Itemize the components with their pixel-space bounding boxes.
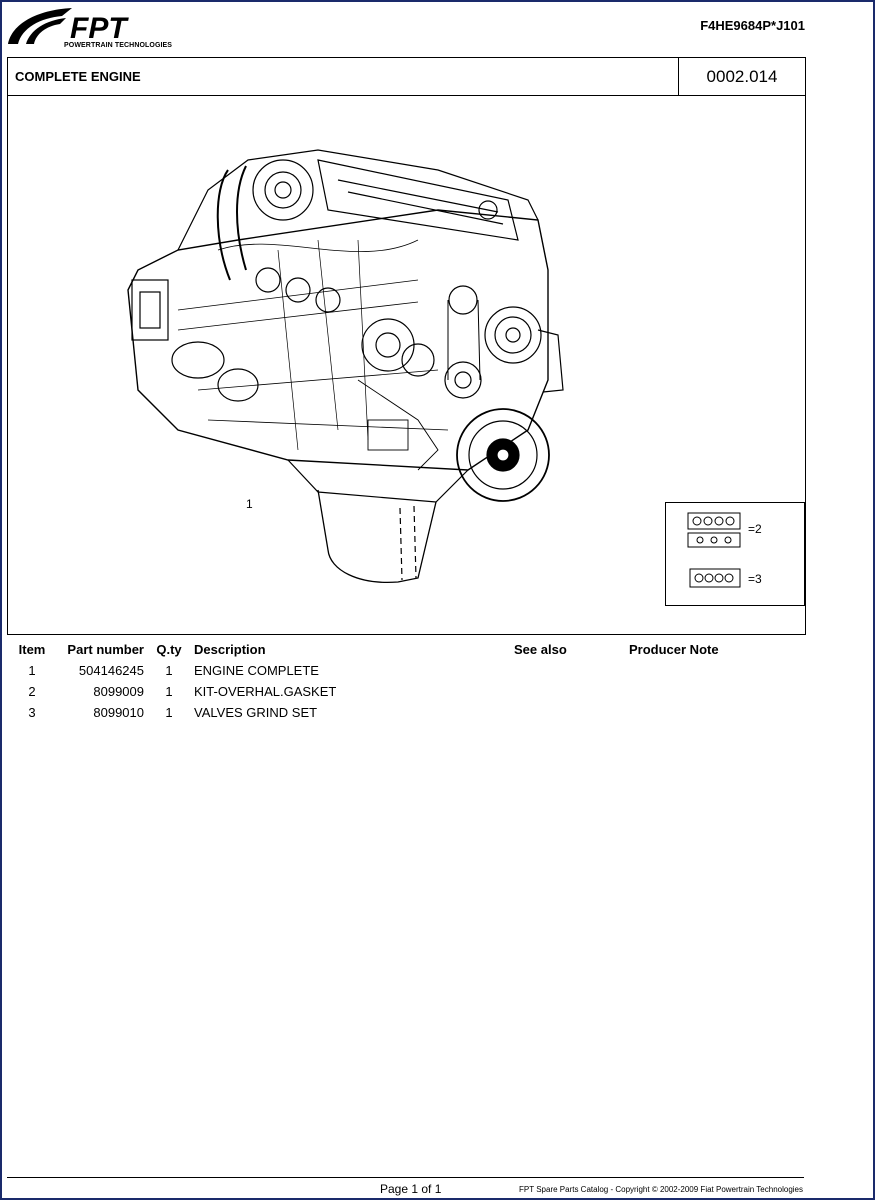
cell-part-number: 8099010 bbox=[93, 705, 144, 720]
page-title: COMPLETE ENGINE bbox=[15, 69, 141, 84]
exploded-drawing: 1 =2 =3 bbox=[7, 96, 806, 635]
engine-illustration bbox=[127, 149, 564, 584]
legend-label: =3 bbox=[748, 572, 762, 586]
cell-see-also bbox=[514, 702, 629, 723]
title-bar: COMPLETE ENGINE 0002.014 bbox=[7, 57, 806, 96]
page-number: Page 1 of 1 bbox=[380, 1182, 442, 1196]
col-see-also: See also bbox=[514, 641, 567, 657]
copyright-notice: FPT Spare Parts Catalog - Copyright © 20… bbox=[519, 1185, 803, 1194]
gasket-kit-icon bbox=[687, 512, 741, 548]
cell-item: 3 bbox=[28, 705, 36, 720]
footer-divider bbox=[7, 1177, 804, 1178]
table-row[interactable]: 3 8099010 1 VALVES GRIND SET bbox=[0, 702, 830, 723]
cell-part-number: 504146245 bbox=[78, 663, 144, 678]
parts-table: Item Part number Q.ty Description See al… bbox=[0, 638, 830, 723]
cell-producer-note bbox=[629, 660, 830, 681]
legend-row: =2 bbox=[666, 511, 804, 551]
legend-box: =2 =3 bbox=[665, 502, 805, 606]
cell-item: 2 bbox=[28, 684, 36, 699]
cell-producer-note bbox=[629, 702, 830, 723]
valve-set-icon bbox=[689, 568, 741, 588]
callout-label: 1 bbox=[246, 497, 253, 511]
group-code: 0002.014 bbox=[678, 58, 805, 95]
cell-description: KIT-OVERHAL.GASKET bbox=[194, 684, 337, 699]
logo-text: FPT bbox=[70, 12, 129, 45]
cell-item: 1 bbox=[28, 663, 36, 678]
col-item: Item bbox=[18, 641, 46, 657]
cell-qty: 1 bbox=[165, 663, 173, 678]
col-part-number: Part number bbox=[67, 641, 144, 657]
cell-description: ENGINE COMPLETE bbox=[194, 663, 319, 678]
table-row[interactable]: 1 504146245 1 ENGINE COMPLETE bbox=[0, 660, 830, 681]
engine-code: F4HE9684P*J101 bbox=[700, 18, 805, 33]
col-description: Description bbox=[194, 641, 266, 657]
cell-description: VALVES GRIND SET bbox=[194, 705, 318, 720]
fpt-logo-mark: FPT bbox=[8, 8, 129, 45]
col-qty: Q.ty bbox=[156, 641, 182, 657]
cell-qty: 1 bbox=[165, 705, 173, 720]
cell-see-also bbox=[514, 660, 629, 681]
table-header: Item Part number Q.ty Description See al… bbox=[0, 638, 830, 660]
cell-see-also bbox=[514, 681, 629, 702]
logo-subtitle: POWERTRAIN TECHNOLOGIES bbox=[64, 42, 173, 49]
cell-producer-note bbox=[629, 681, 830, 702]
table-row[interactable]: 2 8099009 1 KIT-OVERHAL.GASKET bbox=[0, 681, 830, 702]
col-producer-note: Producer Note bbox=[629, 641, 719, 657]
cell-part-number: 8099009 bbox=[93, 684, 144, 699]
legend-row: =3 bbox=[666, 567, 804, 593]
fpt-logo: FPT POWERTRAIN TECHNOLOGIES bbox=[6, 6, 176, 54]
cell-qty: 1 bbox=[165, 684, 173, 699]
legend-label: =2 bbox=[748, 522, 762, 536]
